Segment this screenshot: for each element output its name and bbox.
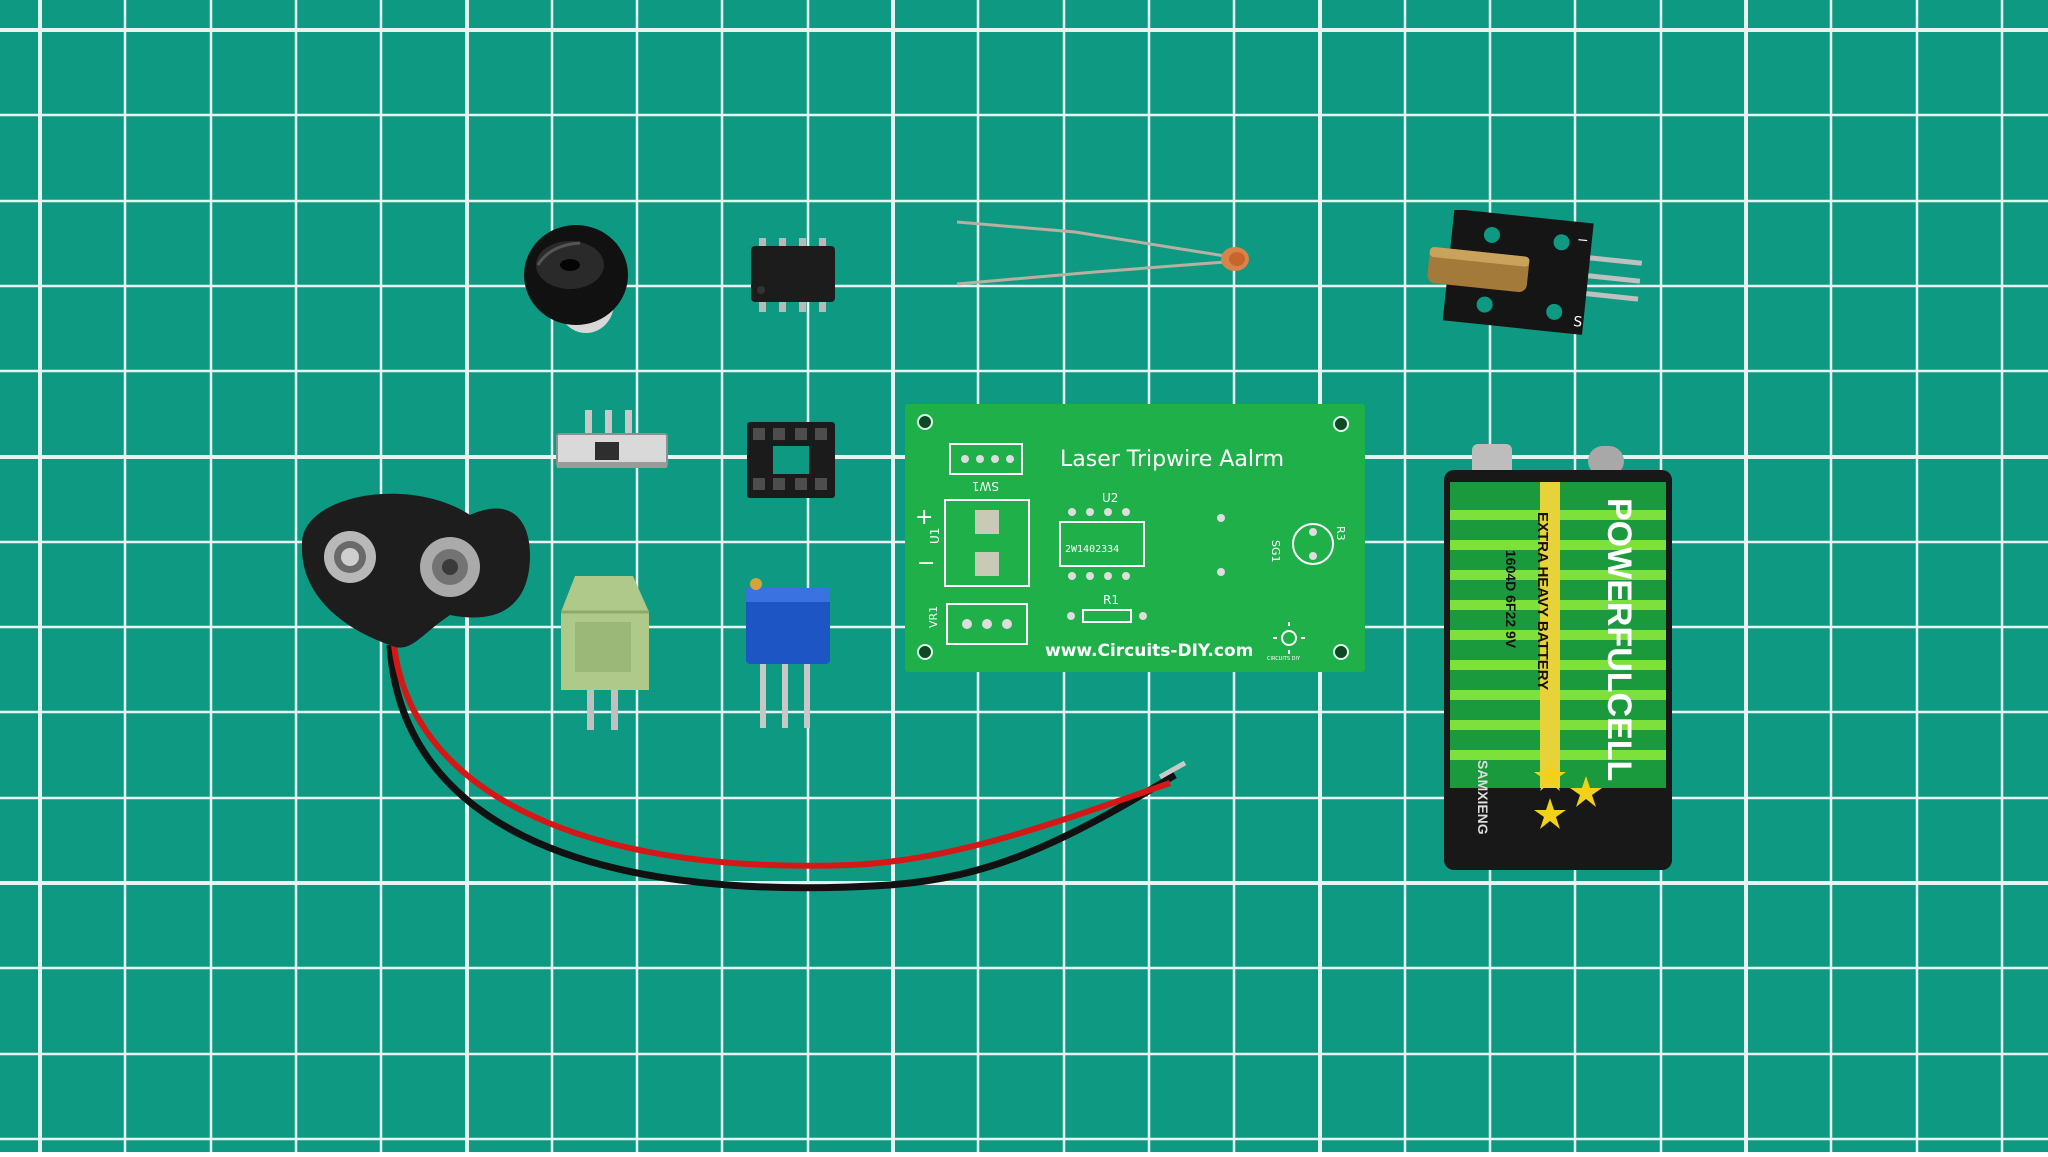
- pcb-label-u1: U1: [928, 528, 942, 544]
- trimpot-icon: [746, 578, 830, 728]
- pcb-website: www.Circuits-DIY.com: [1045, 641, 1253, 661]
- pcb-label-vr1: VR1: [927, 606, 940, 628]
- battery-stars-icon: [1534, 760, 1602, 829]
- battery-maker: SAMXIENG: [1475, 760, 1491, 835]
- pcb-label-plus: +: [915, 505, 933, 530]
- pcb-label-sg1: SG1: [1269, 540, 1282, 563]
- pcb-board: SW1 + − U1 VR1 U2 2W1402334 R1 SG1 R3 La…: [905, 404, 1365, 672]
- pcb-label-r3: R3: [1334, 526, 1347, 541]
- pcb-label-sw1: SW1: [972, 479, 999, 493]
- laser-minus-label: −: [1576, 232, 1589, 249]
- pcb-logo-text: CIRCUITS DIY: [1267, 656, 1301, 662]
- battery-model: 1604D 6F22 9V: [1503, 550, 1519, 649]
- pcb-label-u2: U2: [1102, 491, 1118, 505]
- pcb-title: Laser Tripwire Aalrm: [1060, 447, 1284, 472]
- battery-icon: POWERFULCELL EXTRA HEAVY BATTERY 1604D 6…: [1444, 444, 1672, 870]
- pcb-label-r1: R1: [1103, 593, 1119, 607]
- pcb-label-minus: −: [917, 551, 935, 576]
- laser-module-icon: − S: [1427, 210, 1643, 335]
- buzzer-icon: [524, 225, 628, 333]
- terminal-block-icon: [561, 576, 649, 730]
- pcb-logo-icon: [1273, 622, 1305, 654]
- ic-socket-icon: [747, 422, 835, 498]
- slide-switch-icon: [556, 410, 668, 468]
- battery-clip-icon: [301, 493, 1187, 892]
- pcb-chip-label: 2W1402334: [1065, 544, 1119, 555]
- battery-brand: POWERFULCELL: [1600, 498, 1638, 781]
- ic-chip-icon: [751, 238, 835, 312]
- photoresistor-icon: [956, 220, 1249, 286]
- laser-s-label: S: [1572, 314, 1583, 331]
- battery-tagline: EXTRA HEAVY BATTERY: [1534, 512, 1551, 690]
